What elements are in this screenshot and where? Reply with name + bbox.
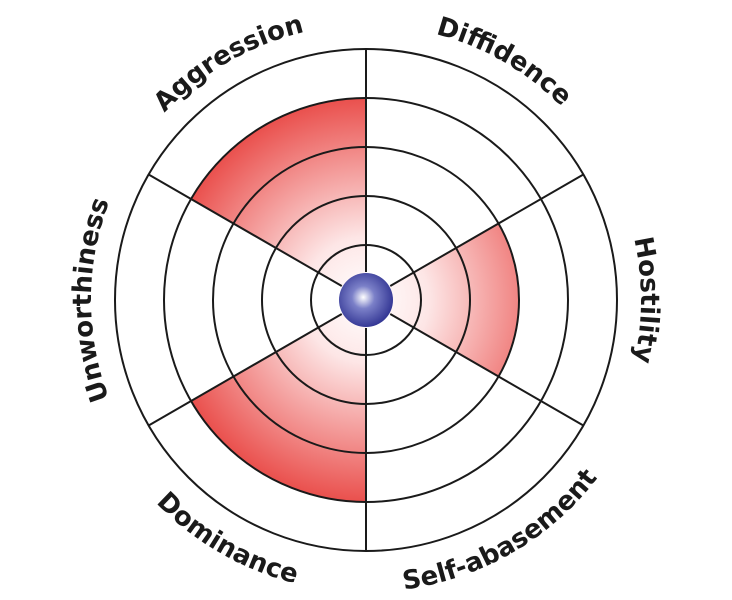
segment-fill-hostility: [366, 223, 519, 377]
segment-fill-aggression: [191, 98, 366, 300]
segment-dividers: [148, 49, 584, 551]
label-dominance: Dominance: [151, 486, 302, 590]
label-unworthiness: Unworthiness: [68, 194, 116, 406]
divider-line-5: [148, 313, 343, 427]
divider-line-3: [389, 313, 584, 427]
label-diffidence: Diffidence: [434, 12, 578, 112]
segment-fill-dominance: [191, 300, 366, 502]
segment-fills: [191, 98, 519, 502]
center-dot: [339, 273, 393, 327]
center-dot-circle: [339, 273, 393, 327]
divider-line-6: [148, 173, 343, 287]
label-hostility: Hostility: [627, 234, 664, 366]
divider-line-2: [389, 173, 584, 287]
label-self-abasement: Self-abasement: [400, 463, 603, 596]
